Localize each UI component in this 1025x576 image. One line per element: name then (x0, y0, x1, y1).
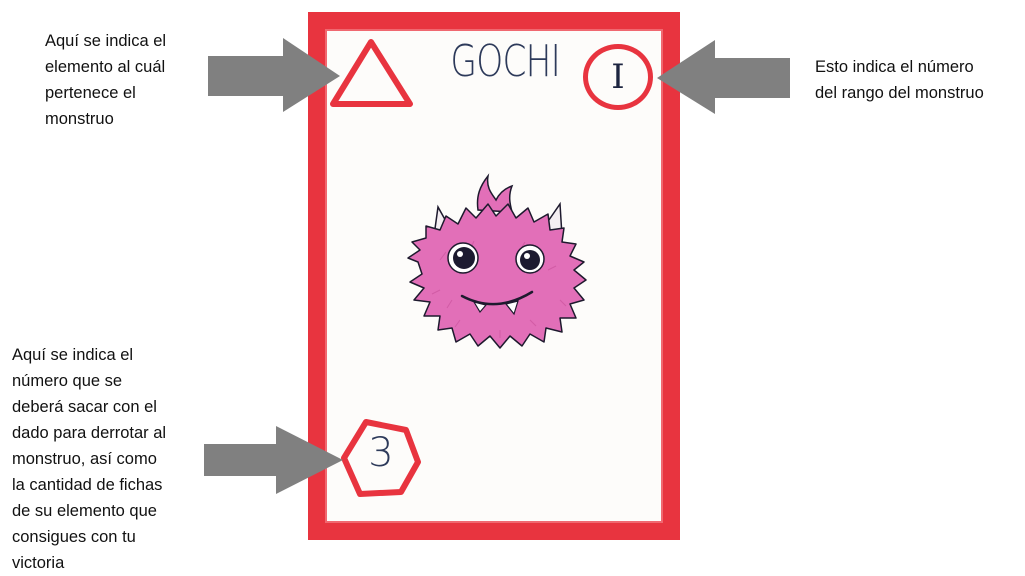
rank-badge: I (583, 44, 653, 110)
arrow-icon (204, 426, 343, 494)
dice-annotation: Aquí se indica el número que se deberá s… (12, 346, 167, 572)
arrow-icon (208, 38, 340, 112)
monster-illustration (407, 173, 587, 349)
hexagon-icon (341, 419, 421, 497)
dice-number: 3 (368, 430, 394, 476)
rank-value: I (611, 57, 625, 97)
monster-name: GOCHI (450, 36, 561, 87)
element-annotation: Aquí se indica el elemento al cuál perte… (45, 32, 167, 128)
triangle-element-icon (330, 39, 413, 107)
arrow-icon (657, 40, 790, 114)
rank-annotation: Esto indica el número del rango del mons… (815, 58, 984, 102)
